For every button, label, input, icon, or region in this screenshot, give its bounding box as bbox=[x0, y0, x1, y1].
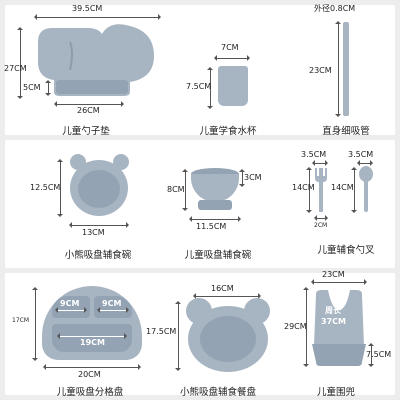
divided-plate-width-line bbox=[43, 364, 141, 370]
suction-bowl-depth-label: 3CM bbox=[244, 173, 262, 182]
suction-bowl-base bbox=[198, 200, 232, 210]
straw-image bbox=[343, 22, 349, 116]
spoon-head-label: 3.5CM bbox=[348, 150, 374, 159]
straw-diameter-label: 外径0.8CM bbox=[314, 4, 356, 13]
suction-bowl-width-line bbox=[189, 216, 241, 222]
spoon-length-line bbox=[351, 167, 357, 213]
placemat-height-line bbox=[17, 27, 23, 99]
suction-bowl-height-line bbox=[182, 169, 188, 211]
divided-plate-cell-left bbox=[52, 296, 90, 318]
bear-plate-width-label: 16CM bbox=[211, 284, 234, 293]
bib-width-line bbox=[311, 279, 367, 285]
bib-width-label: 23CM bbox=[322, 270, 345, 279]
bear-plate-caption: 小熊吸盘辅食餐盘 bbox=[179, 387, 257, 398]
divided-plate-height-line bbox=[32, 287, 38, 361]
cup-image bbox=[218, 66, 248, 106]
fork-image bbox=[315, 168, 327, 212]
straw-length-line bbox=[335, 21, 341, 117]
cup-height-line bbox=[207, 67, 213, 109]
spoon-length-label: 14CM bbox=[331, 183, 354, 192]
straw-caption: 直身细吸管 bbox=[322, 126, 370, 137]
placemat-base-label: 26CM bbox=[77, 106, 100, 115]
suction-bowl-caption: 儿童吸盘辅食碗 bbox=[184, 250, 252, 261]
divided-plate-cell-right bbox=[94, 296, 132, 318]
bear-plate-width-line bbox=[193, 293, 261, 299]
bear-bowl-height-line bbox=[57, 159, 63, 217]
bib-height-line bbox=[303, 287, 309, 367]
cup-caption: 儿童学食水杯 bbox=[199, 126, 257, 137]
cup-width-label: 7CM bbox=[221, 43, 239, 52]
bear-bowl-width-line bbox=[69, 222, 129, 228]
suction-bowl-depth-line bbox=[239, 169, 245, 187]
spoon-image bbox=[359, 166, 373, 212]
cell-right-line bbox=[97, 307, 129, 313]
bib-neck-label: 周长 bbox=[325, 306, 341, 315]
cell-right-label: 9CM bbox=[102, 299, 122, 308]
fork-head-line bbox=[312, 160, 328, 166]
cup-width-line bbox=[214, 55, 250, 61]
spoon-fork-caption: 儿童辅食勺叉 bbox=[317, 245, 375, 256]
cup-height-label: 7.5CM bbox=[186, 82, 212, 91]
fork-length-line bbox=[306, 167, 312, 213]
bib-height-label: 29CM bbox=[284, 322, 307, 331]
bear-plate-height-label: 17.5CM bbox=[146, 327, 177, 336]
bib-image bbox=[312, 290, 366, 366]
suction-bowl-height-label: 8CM bbox=[167, 185, 185, 194]
fork-length-label: 14CM bbox=[292, 183, 315, 192]
bear-plate-inner bbox=[200, 316, 256, 362]
placemat-caption: 儿童勺子垫 bbox=[62, 126, 110, 137]
placemat-image bbox=[38, 24, 154, 97]
straw-length-label: 23CM bbox=[309, 66, 332, 75]
divided-plate-height-label: 17CM bbox=[12, 317, 30, 324]
divided-plate-width-label: 20CM bbox=[78, 370, 101, 379]
divided-plate-cell-bottom bbox=[52, 324, 132, 352]
bottom-cell-label: 19CM bbox=[80, 338, 105, 347]
spoon-head-line bbox=[357, 160, 373, 166]
fork-head-label: 3.5CM bbox=[301, 150, 327, 159]
bottom-cell-line bbox=[57, 333, 127, 339]
divided-plate-caption: 儿童吸盘分格盘 bbox=[56, 387, 124, 398]
placemat-pocket-label: 5CM bbox=[23, 83, 41, 92]
bib-neck-value: 37CM bbox=[321, 317, 346, 326]
bear-bowl-caption: 小熊吸盘辅食碗 bbox=[64, 250, 132, 261]
suction-bowl-width-label: 11.5CM bbox=[196, 222, 227, 231]
bear-bowl-inner bbox=[78, 170, 120, 208]
bear-bowl-width-label: 13CM bbox=[82, 228, 105, 237]
handle-width-line bbox=[314, 215, 328, 221]
placemat-base-line bbox=[54, 101, 124, 107]
bib-pocket-label: 7.5CM bbox=[366, 350, 392, 359]
placemat-width-line bbox=[34, 14, 161, 20]
cell-left-line bbox=[55, 307, 87, 313]
bib-caption: 儿童围兜 bbox=[316, 387, 356, 398]
placemat-width-label: 39.5CM bbox=[72, 4, 103, 13]
bear-plate-height-line bbox=[175, 301, 181, 371]
placemat-height-label: 27CM bbox=[4, 64, 27, 73]
placemat-pocket-line bbox=[45, 80, 51, 96]
bib-pocket-line bbox=[368, 343, 374, 367]
handle-width-label: 2CM bbox=[314, 222, 328, 229]
cell-left-label: 9CM bbox=[60, 299, 80, 308]
bear-bowl-height-label: 12.5CM bbox=[30, 183, 61, 192]
